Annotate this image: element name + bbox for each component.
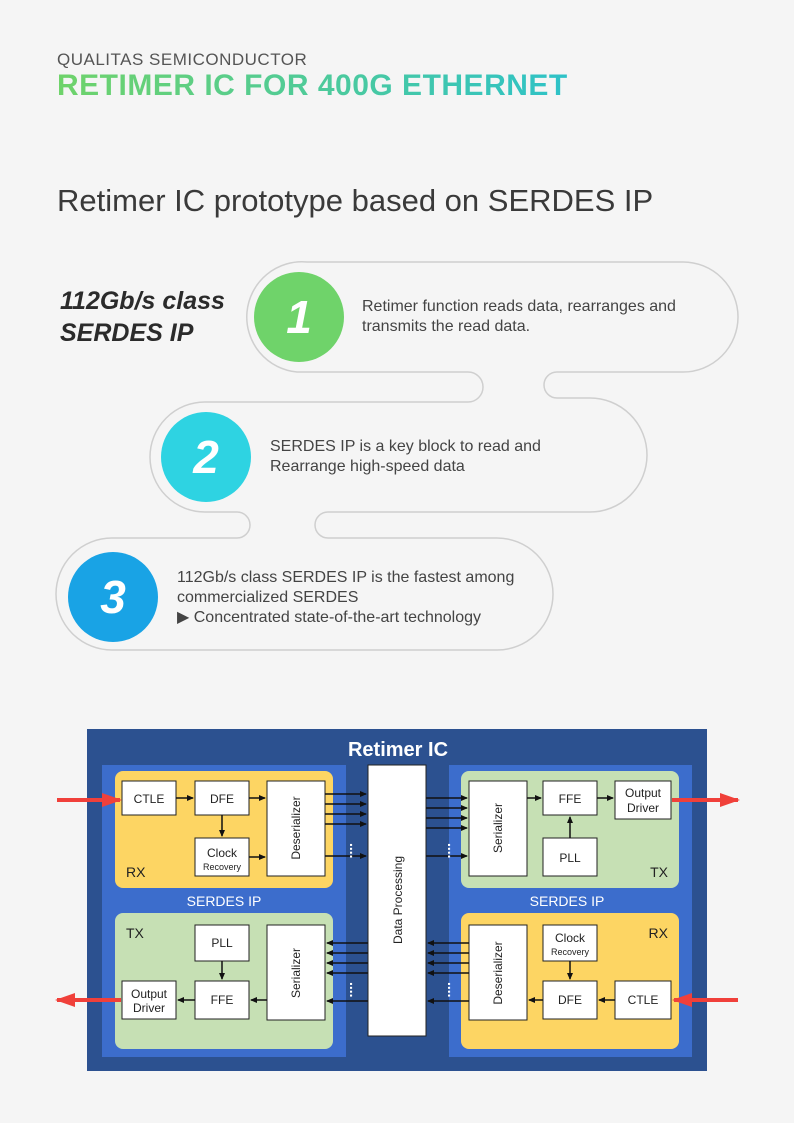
step-2-text: SERDES IP is a key block to read and Rea… <box>270 437 541 477</box>
pll-block <box>542 837 598 877</box>
left-tx-label: TX <box>126 925 145 941</box>
output-driver-block <box>614 780 672 820</box>
side-label-line1: 112Gb/s class <box>60 287 225 315</box>
dfe-label: DFE <box>210 792 234 806</box>
retimer-ic-title: Retimer IC <box>348 739 448 761</box>
step-3-line3: ▶ Concentrated state-of-the-art technolo… <box>177 609 482 626</box>
driver-label: Driver <box>133 1001 165 1015</box>
ctle-label: CTLE <box>628 993 659 1007</box>
deserializer-label: Deserializer <box>289 796 303 859</box>
deserializer-block <box>468 924 528 1021</box>
step-3-line2: commercialized SERDES <box>177 589 359 606</box>
step-1-line1: Retimer function reads data, rearranges … <box>362 298 676 315</box>
serdes-right-label: SERDES IP <box>530 893 605 909</box>
bus-ellipsis: .... <box>445 982 461 998</box>
output-label: Output <box>131 987 168 1001</box>
company-name: QUALITAS SEMICONDUCTOR <box>57 50 308 69</box>
pll-label: PLL <box>211 936 233 950</box>
step-3-badge: 3 <box>68 552 158 642</box>
pll-block <box>194 924 250 962</box>
right-tx-label: TX <box>650 864 669 880</box>
ffe-block <box>194 980 250 1020</box>
ctle-block <box>121 780 177 816</box>
data-processing-label: Data Processing <box>391 856 405 944</box>
product-title: RETIMER IC FOR 400G ETHERNET <box>57 69 568 102</box>
clock-label: Clock <box>555 931 586 945</box>
recovery-label: Recovery <box>203 862 242 872</box>
ffe-label: FFE <box>559 792 582 806</box>
pll-label: PLL <box>559 851 581 865</box>
serializer-block <box>468 780 528 877</box>
deserializer-label: Deserializer <box>491 941 505 1004</box>
serializer-label: Serializer <box>289 948 303 998</box>
bus-ellipsis: .... <box>347 982 363 998</box>
output-driver-block <box>121 980 177 1020</box>
dfe-block <box>542 980 598 1020</box>
step-1-line2: transmits the read data. <box>362 318 531 335</box>
step-3-line1: 112Gb/s class SERDES IP is the fastest a… <box>177 569 515 586</box>
step-2-badge: 2 <box>161 412 251 502</box>
recovery-label: Recovery <box>551 947 590 957</box>
right-rx-label: RX <box>649 925 669 941</box>
serdes-class-label: 112Gb/s class SERDES IP <box>60 285 250 349</box>
driver-label: Driver <box>627 801 659 815</box>
output-label: Output <box>625 786 662 800</box>
side-label-line2: SERDES IP <box>60 319 194 347</box>
ctle-block <box>614 980 672 1020</box>
serializer-label: Serializer <box>491 803 505 853</box>
step-flow-outline <box>55 261 739 651</box>
bus-ellipsis: .... <box>445 843 461 859</box>
clock-recovery-block <box>542 924 598 962</box>
step-1-text: Retimer function reads data, rearranges … <box>362 297 676 337</box>
step-2-line2: Rearrange high-speed data <box>270 458 465 475</box>
ffe-label: FFE <box>211 993 234 1007</box>
step-1-badge: 1 <box>254 272 344 362</box>
dfe-label: DFE <box>558 993 582 1007</box>
ctle-label: CTLE <box>134 792 165 806</box>
clock-label: Clock <box>207 846 238 860</box>
retimer-ic-diagram: Retimer IC SERDES IP SERDES IP RX TX TX … <box>55 729 740 1071</box>
serdes-left-label: SERDES IP <box>187 893 262 909</box>
deserializer-block <box>266 780 326 877</box>
step-2-line1: SERDES IP is a key block to read and <box>270 438 541 455</box>
data-processing-block <box>367 764 427 1037</box>
serializer-block <box>266 924 326 1021</box>
page-subtitle: Retimer IC prototype based on SERDES IP <box>57 183 654 218</box>
bus-ellipsis: .... <box>347 843 363 859</box>
left-rx-label: RX <box>126 864 146 880</box>
step-3-text: 112Gb/s class SERDES IP is the fastest a… <box>177 568 514 628</box>
